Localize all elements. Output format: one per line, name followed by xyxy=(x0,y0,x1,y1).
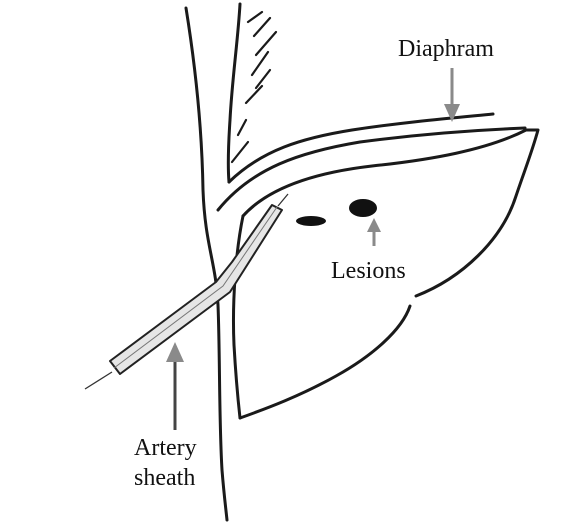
organ-outline-bottom xyxy=(238,304,412,420)
artery-sheath xyxy=(84,193,289,390)
organ-outline xyxy=(414,128,540,298)
arrow-lesion xyxy=(367,218,381,246)
label-diaphragm: Diaphram xyxy=(398,36,494,62)
label-lesions: Lesions xyxy=(331,258,406,284)
lesion-small xyxy=(296,216,326,226)
lesion-large xyxy=(349,199,377,217)
label-artery: Artery xyxy=(134,435,197,461)
organ-outline-left xyxy=(231,214,245,420)
label-sheath: sheath xyxy=(134,465,195,491)
diaphragm-band-upper xyxy=(227,112,495,184)
arrow-sheath xyxy=(166,342,184,430)
organ-outline-top xyxy=(241,128,528,218)
arrow-diaphragm xyxy=(444,68,460,122)
sheath-tube xyxy=(109,204,283,375)
diaphragm-band-lower xyxy=(216,126,527,212)
upper-structure xyxy=(226,2,278,184)
